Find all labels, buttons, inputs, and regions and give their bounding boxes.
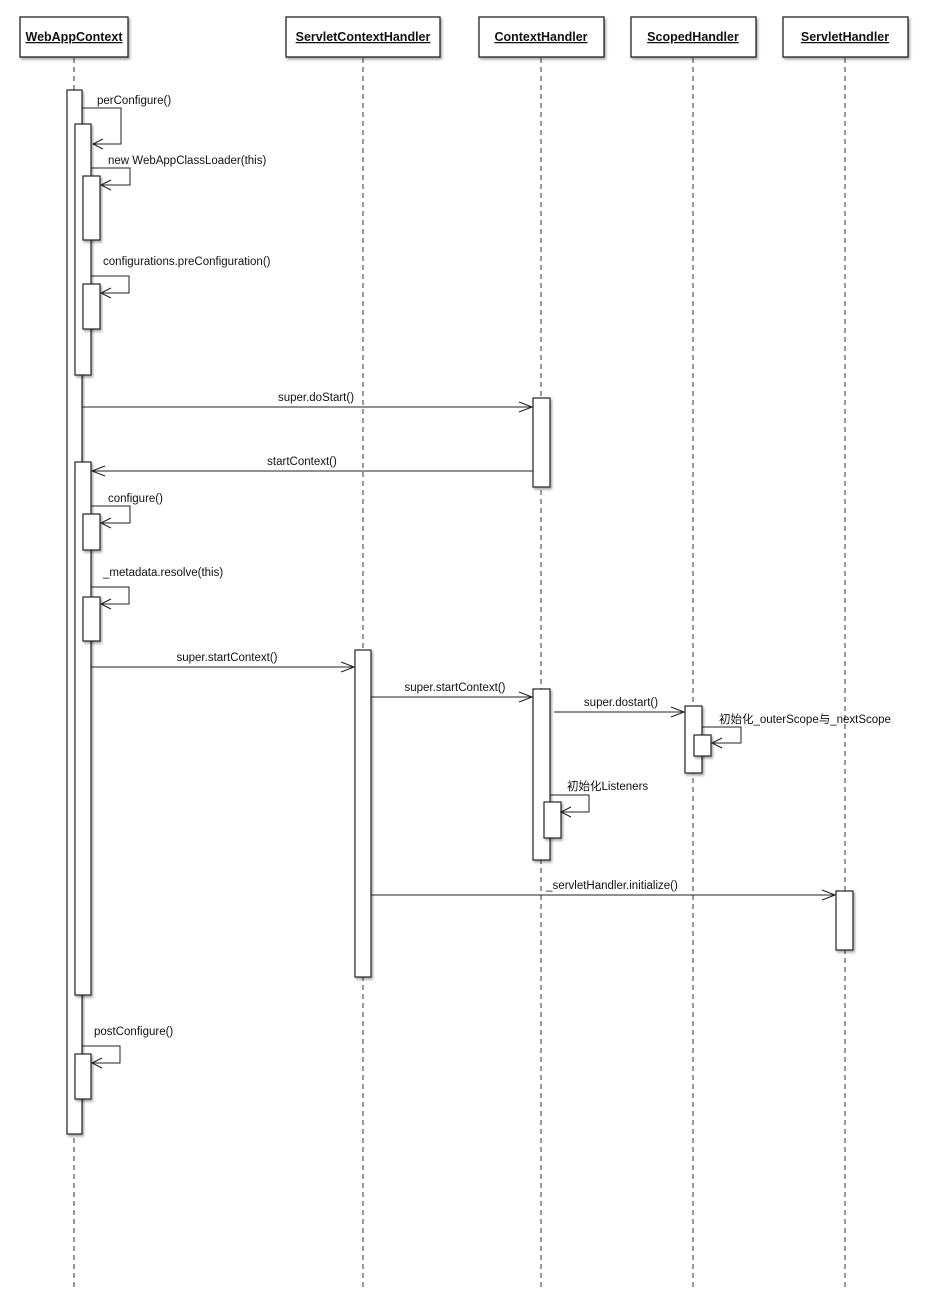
message-label: super.dostart() [584, 697, 658, 709]
participant-scopedhandler: ScopedHandler [630, 16, 757, 58]
participant-label: WebAppContext [26, 30, 124, 44]
message-label: 初始化Listeners [567, 779, 648, 793]
activation-servlethandler [835, 890, 854, 951]
message-label: new WebAppClassLoader(this) [108, 155, 266, 167]
activation-webappcontext-postconfigure [74, 1053, 92, 1100]
message-metadata-resolve: _metadata.resolve(this) [91, 567, 223, 610]
message-super-startcontext-1: super.startContext() [91, 652, 356, 673]
message-label: _metadata.resolve(this) [102, 567, 223, 579]
message-perconfigure: perConfigure() [82, 95, 171, 150]
message-label: configurations.preConfiguration() [103, 256, 271, 268]
message-label: 初始化_outerScope与_nextScope [719, 712, 891, 726]
message-init-listeners: 初始化Listeners [550, 779, 648, 818]
participant-label: ServletContextHandler [296, 30, 431, 44]
message-new-webappclassloader: new WebAppClassLoader(this) [91, 155, 266, 191]
participant-label: ScopedHandler [647, 30, 739, 44]
message-label: configure() [108, 493, 163, 505]
participant-label: ContextHandler [494, 30, 587, 44]
activation-servletcontexthandler [354, 649, 372, 978]
message-label: _servletHandler.initialize() [545, 880, 678, 892]
message-label: super.startContext() [177, 652, 278, 664]
message-postconfigure: postConfigure() [82, 1026, 173, 1069]
activation-webappcontext-startcontext [74, 461, 92, 996]
message-init-outerscope: 初始化_outerScope与_nextScope [702, 712, 891, 749]
participant-servletcontexthandler: ServletContextHandler [285, 16, 441, 58]
message-configure: configure() [91, 493, 163, 529]
message-super-dostart-scoped: super.dostart() [554, 697, 686, 718]
activation-webappcontext-configure [82, 513, 101, 551]
message-label: perConfigure() [97, 95, 171, 107]
participant-contexthandler: ContextHandler [478, 16, 605, 58]
activation-webappcontext-perconfigure [74, 123, 92, 376]
activation-webappcontext-resolve [82, 596, 101, 642]
message-label: startContext() [267, 456, 337, 468]
participant-servlethandler: ServletHandler [782, 16, 909, 58]
message-super-dostart: super.doStart() [82, 392, 534, 413]
participant-label: ServletHandler [801, 30, 889, 44]
activation-contexthandler-dostart [532, 397, 551, 488]
message-super-startcontext-2: super.startContext() [371, 682, 534, 703]
message-label: super.startContext() [405, 682, 506, 694]
message-preconfiguration: configurations.preConfiguration() [91, 256, 271, 299]
activation-webappcontext-preconfiguration [82, 283, 101, 330]
message-servlethandler-initialize: _servletHandler.initialize() [371, 880, 837, 901]
activation-scopedhandler-init [693, 734, 712, 757]
activation-contexthandler-listeners [543, 801, 562, 839]
activation-webappcontext-classloader [82, 175, 101, 241]
message-label: super.doStart() [278, 392, 354, 404]
message-startcontext: startContext() [90, 456, 533, 477]
participant-webappcontext: WebAppContext [19, 16, 129, 58]
message-label: postConfigure() [94, 1026, 173, 1038]
